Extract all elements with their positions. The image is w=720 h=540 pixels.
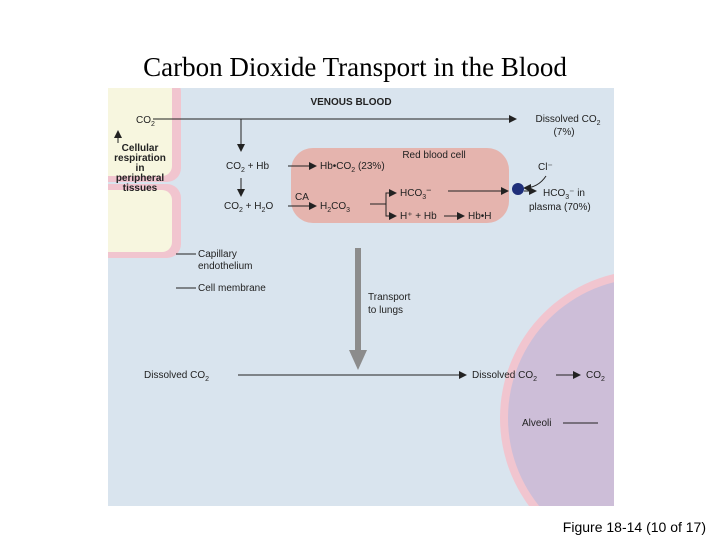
alveoli-label: Alveoli [522, 418, 551, 429]
co2-tissue-label: CO2 [136, 115, 155, 128]
proton-hb-label: H⁺ + Hb [400, 211, 437, 222]
svg-text:Cellular: Cellular [122, 143, 159, 154]
tissue-cell-upper [108, 88, 181, 182]
transport-label-2: to lungs [368, 305, 403, 316]
svg-text:in: in [136, 163, 145, 174]
hbco2-label: Hb•CO2 (23%) [320, 161, 385, 174]
dissolved-co2-top-label: Dissolved CO2 [535, 114, 600, 127]
chloride-label: Cl⁻ [538, 162, 553, 173]
proton-branch [385, 204, 397, 220]
svg-text:respiration: respiration [114, 153, 166, 164]
dissociation-branch [370, 189, 397, 205]
red-blood-cell [291, 148, 509, 223]
co2-hb-label: CO2 + Hb [226, 161, 270, 174]
dissolved-co2-top-percent: (7%) [553, 127, 574, 138]
svg-text:peripheral: peripheral [116, 173, 165, 184]
dissolved-co2-bottom-left: Dissolved CO2 [144, 370, 209, 383]
capillary-endothelium-label-2: endothelium [198, 261, 252, 272]
bicarbonate-plasma-label: HCO3⁻ in [543, 188, 585, 201]
bicarbonate-plasma-percent: plasma (70%) [529, 202, 591, 213]
capillary-endothelium-label-1: Capillary [198, 249, 237, 260]
transport-label-1: Transport [368, 292, 411, 303]
dissolved-co2-bottom-right: Dissolved CO2 [472, 370, 537, 383]
co2-alveolus-label: CO2 [586, 370, 605, 383]
carbonic-acid-label: H2CO3 [320, 201, 350, 214]
transport-arrow [349, 248, 367, 370]
svg-text:tissues: tissues [123, 183, 158, 194]
venous-blood-label: VENOUS BLOOD [310, 97, 391, 108]
bicarbonate-label: HCO3− [400, 185, 431, 201]
cellular-respiration-label: Cellular respiration in peripheral tissu… [114, 143, 166, 194]
hbh-label: Hb•H [468, 211, 492, 222]
cell-membrane-label: Cell membrane [198, 283, 266, 294]
carbonic-anhydrase-label: CA [295, 192, 309, 203]
alveolus [500, 273, 614, 506]
tissue-cell-lower [108, 184, 181, 258]
co2-transport-diagram: VENOUS BLOOD CO2 Cellular respiration in… [108, 88, 614, 506]
chloride-shift-arrow [523, 175, 547, 192]
figure-caption: Figure 18-14 (10 of 17) [562, 519, 706, 535]
rbc-label: Red blood cell [402, 150, 465, 161]
chloride-bicarbonate-exchanger [512, 183, 524, 195]
slide-title: Carbon Dioxide Transport in the Blood [143, 52, 567, 82]
co2-h2o-label: CO2 + H2O [224, 201, 273, 214]
